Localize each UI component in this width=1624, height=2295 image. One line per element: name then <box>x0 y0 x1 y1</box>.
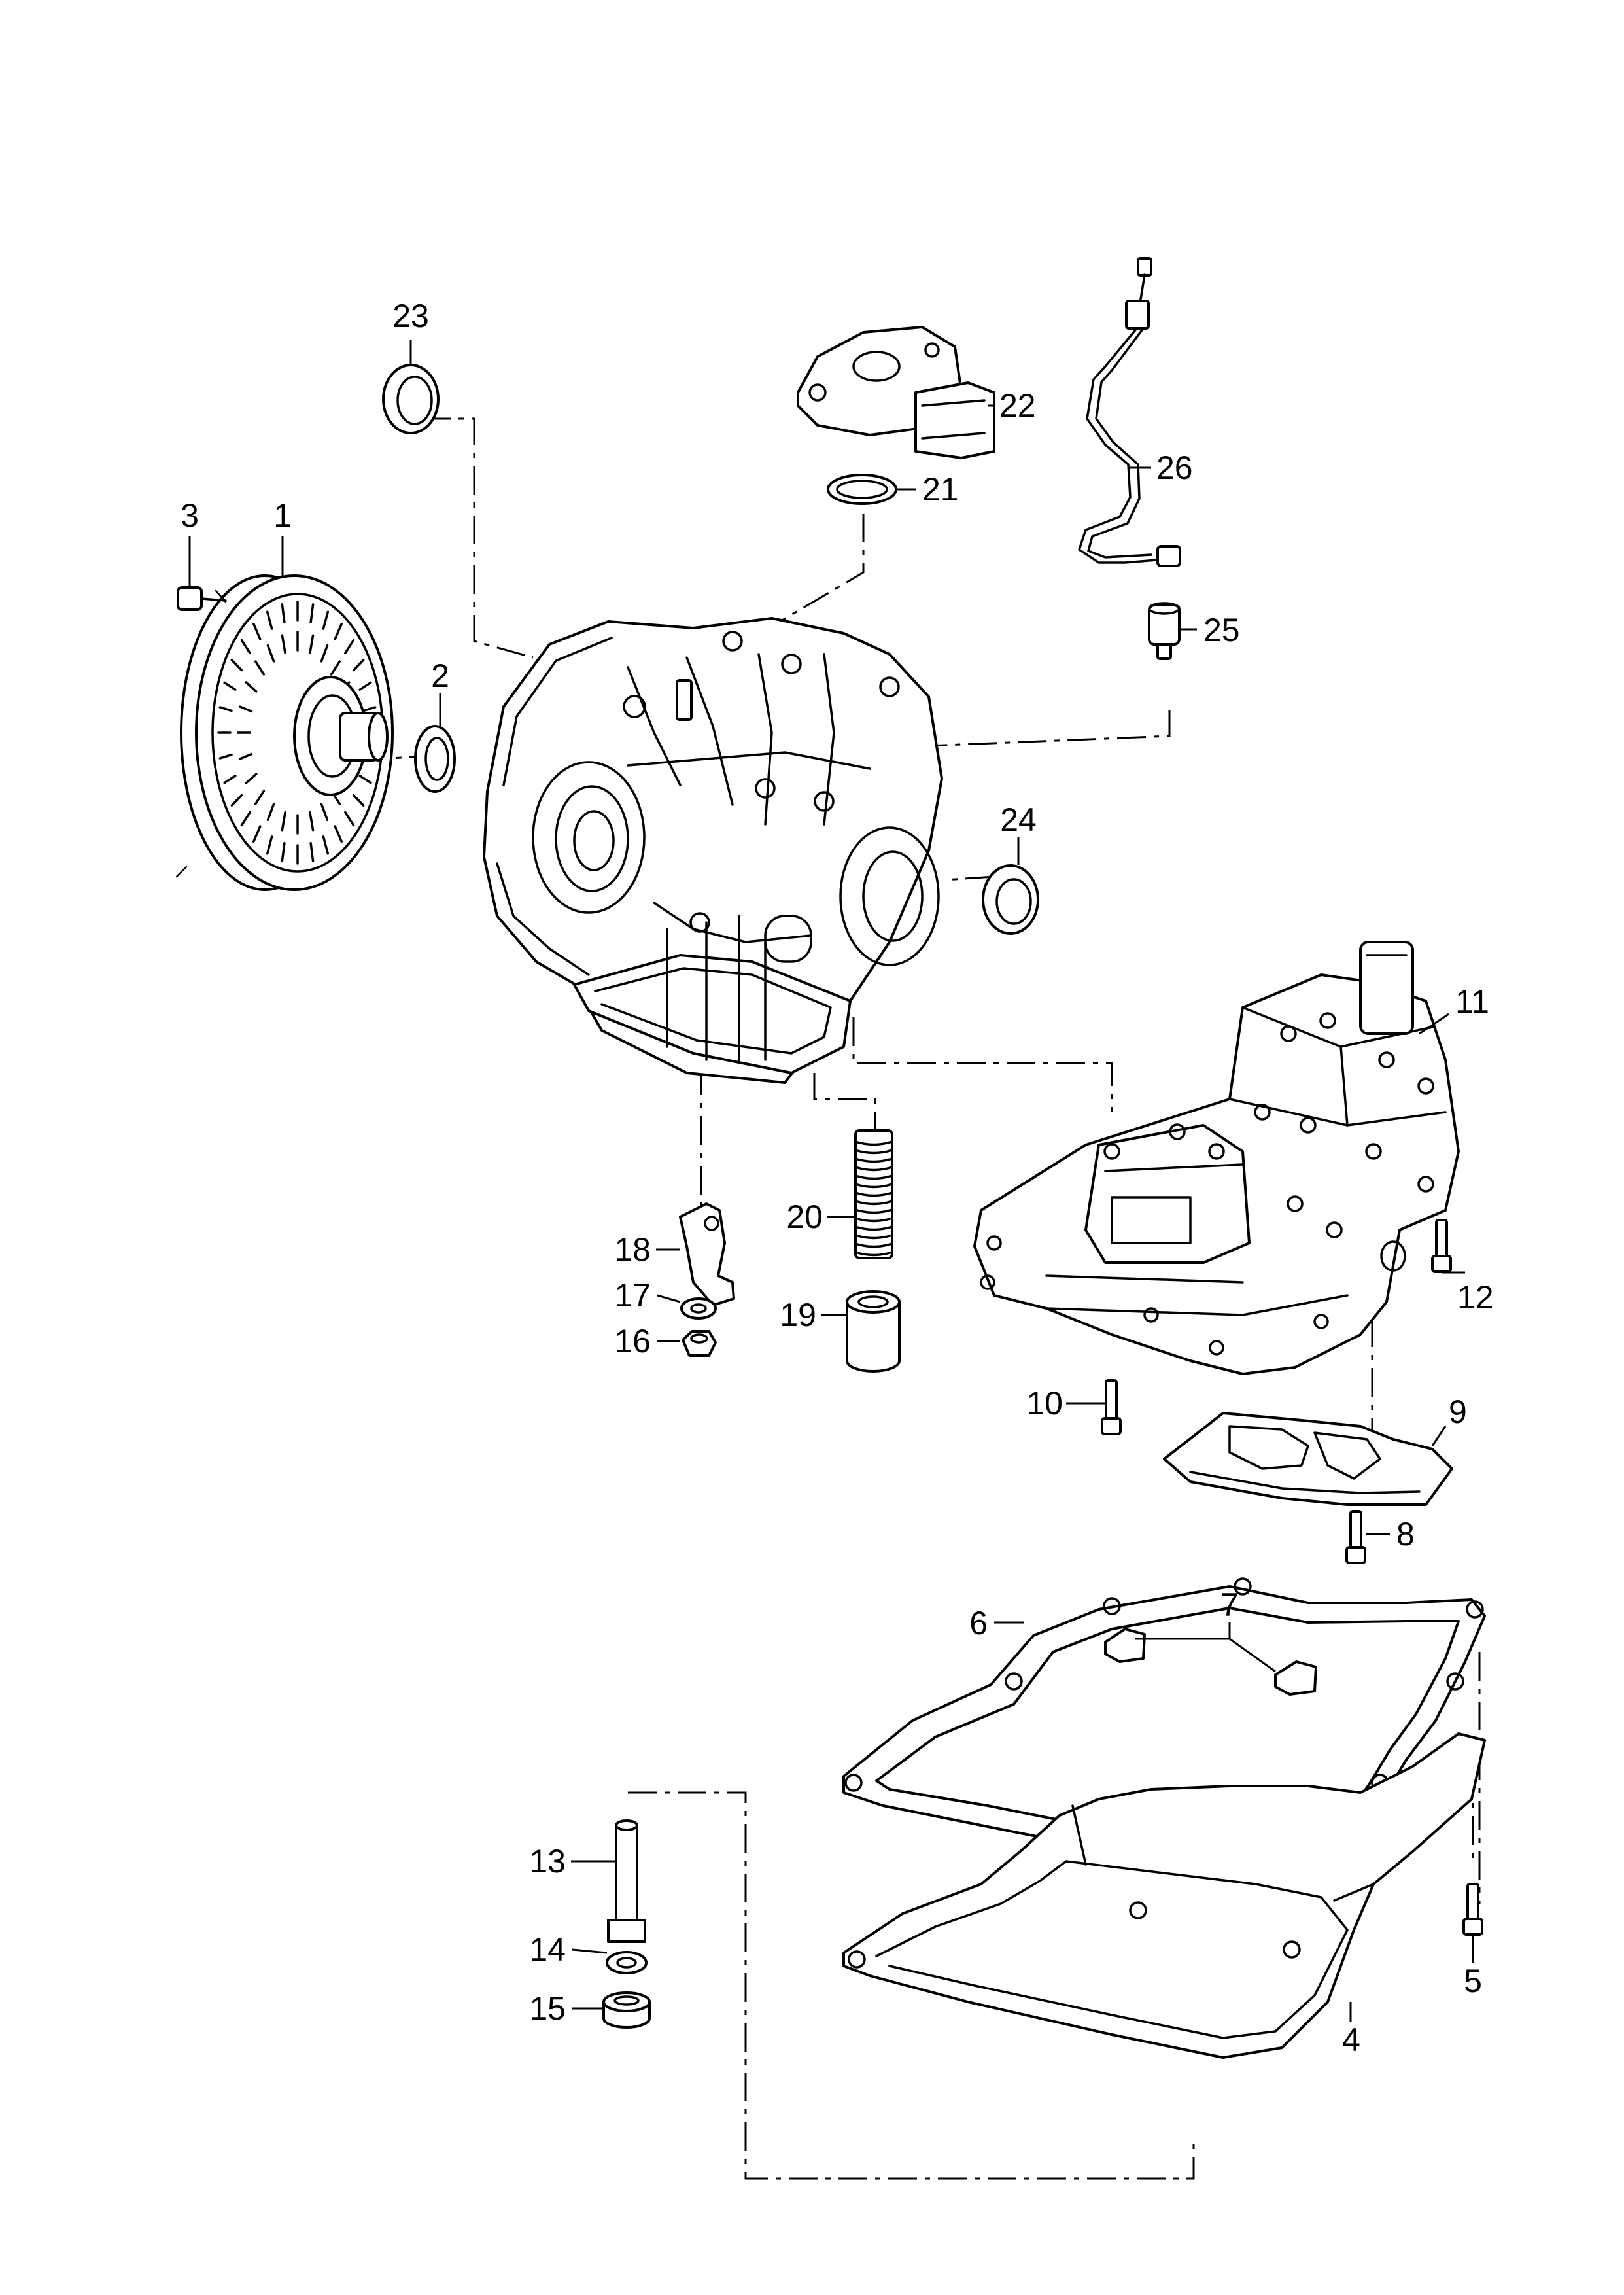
oil-pan-4 <box>842 1732 1486 2059</box>
callout-10: 10 <box>1026 1385 1063 1422</box>
callout-20: 20 <box>786 1199 823 1235</box>
callout-24: 24 <box>1000 801 1037 838</box>
callout-9: 9 <box>1449 1393 1467 1430</box>
torque-converter <box>175 574 394 891</box>
shaft-seal-2 <box>414 725 456 793</box>
callout-4: 4 <box>1342 2022 1360 2058</box>
callout-7: 7 <box>1220 1586 1239 1623</box>
bolt-10 <box>1101 1379 1122 1435</box>
magnet-7a <box>1104 1628 1146 1663</box>
callout-23: 23 <box>392 298 429 334</box>
callout-14: 14 <box>529 1931 566 1968</box>
callout-26: 26 <box>1156 449 1193 486</box>
sleeve-19 <box>846 1290 901 1373</box>
callout-25: 25 <box>1203 612 1240 648</box>
sensor-module-22 <box>797 326 995 459</box>
callout-15: 15 <box>529 1990 566 2027</box>
callout-16: 16 <box>614 1323 651 1359</box>
callout-2: 2 <box>431 657 449 694</box>
bolt-8 <box>1345 1510 1366 1564</box>
drain-plug-15 <box>602 1991 651 2029</box>
sender-25 <box>1148 602 1181 660</box>
callout-19: 19 <box>780 1297 816 1333</box>
callout-8: 8 <box>1396 1516 1415 1552</box>
bolt-12 <box>1431 1219 1452 1273</box>
transmission-housing <box>483 617 943 1084</box>
callout-1: 1 <box>273 497 292 534</box>
callout-21: 21 <box>922 471 959 508</box>
callout-3: 3 <box>181 497 199 534</box>
seal-ring-14 <box>606 1951 648 1974</box>
callout-17: 17 <box>614 1277 651 1314</box>
nut-16 <box>682 1330 717 1357</box>
filter-9 <box>1163 1412 1453 1506</box>
bracket-18 <box>679 1202 735 1306</box>
spring-20 <box>854 1129 893 1259</box>
mechatronic-unit <box>973 941 1460 1375</box>
overflow-tube-13 <box>607 1819 646 1943</box>
magnet-7b <box>1274 1660 1317 1696</box>
callout-6: 6 <box>969 1605 988 1641</box>
washer-17 <box>680 1297 717 1320</box>
seal-ring-24 <box>982 864 1039 935</box>
callout-12: 12 <box>1457 1279 1494 1316</box>
callout-22: 22 <box>999 387 1036 424</box>
o-ring-21 <box>827 474 897 505</box>
callout-labels: 1 2 3 4 5 6 7 8 9 10 11 12 13 14 15 16 1… <box>181 298 1494 2058</box>
callout-13: 13 <box>529 1843 566 1880</box>
leader-lines <box>188 340 1474 2022</box>
cable-sensor-26 <box>1078 257 1181 567</box>
callout-18: 18 <box>614 1231 651 1268</box>
callout-5: 5 <box>1464 1963 1482 1999</box>
seal-ring-23 <box>382 364 440 434</box>
bolt-5 <box>1462 1883 1483 1936</box>
callout-11: 11 <box>1455 983 1489 1020</box>
